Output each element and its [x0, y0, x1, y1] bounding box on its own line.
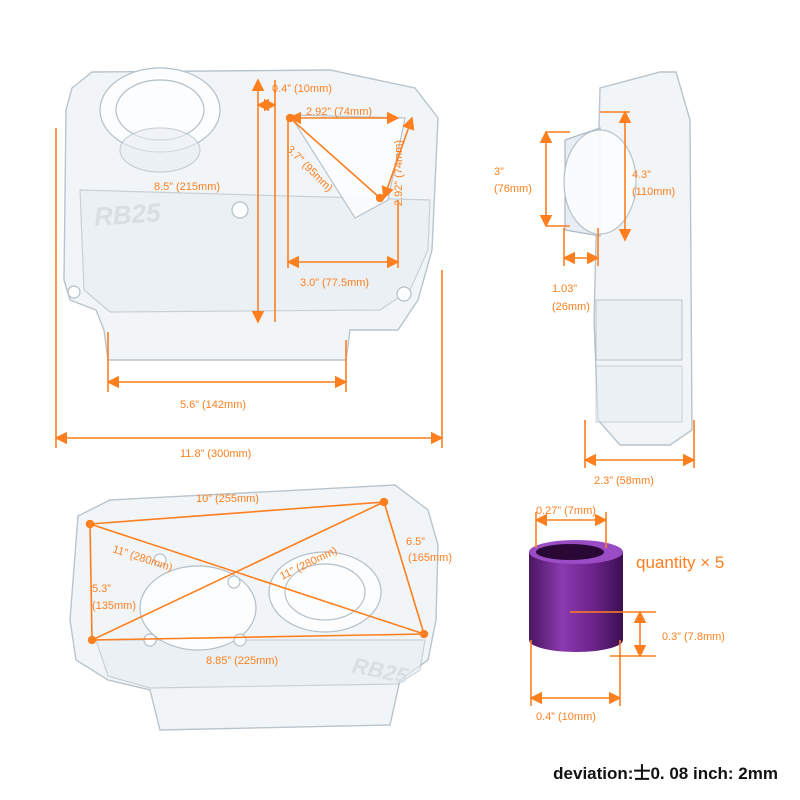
- front-dim-d5: 8.5” (215mm): [154, 181, 220, 193]
- spacer-dim-height: 0.3” (7.8mm): [662, 631, 725, 643]
- deviation-note: deviation:士0. 08 inch: 2mm: [553, 764, 778, 783]
- spacer-part: [529, 540, 623, 652]
- spacer-bore: [536, 544, 604, 560]
- spacer-body: [529, 552, 623, 652]
- side-dim-d2-a: 4.3”: [632, 169, 651, 181]
- side-view-dimensions: 3” (76mm) 4.3” (110mm) 1.03” (26mm) 2.3”…: [494, 110, 696, 487]
- side-dim-d2-b: (110mm): [632, 186, 675, 198]
- front-view-cover: RB25: [63, 67, 439, 361]
- spacer-quantity: quantity × 5: [636, 553, 724, 572]
- side-dim-d3-a: 1.03”: [552, 283, 577, 295]
- front-dim-d8: 11.8” (300mm): [180, 448, 251, 460]
- back-dim-d6: 8.85” (225mm): [206, 655, 278, 667]
- back-dim-d1: 10” (255mm): [196, 493, 259, 505]
- front-dim-d1: 0.4” (10mm): [272, 83, 332, 95]
- back-dim-d5-a: 5.3”: [92, 583, 111, 595]
- side-dim-d4: 2.3” (58mm): [594, 475, 654, 487]
- back-dim-d2-a: 6.5”: [406, 536, 425, 548]
- emboss-text-front: RB25: [93, 197, 162, 232]
- front-dim-d2: 2.92” (74mm): [306, 106, 372, 118]
- spacer-dimensions: 0.27” (7mm) 0.3” (7.8mm) 0.4” (10mm) qua…: [529, 505, 725, 723]
- spacer-dim-inner: 0.27” (7mm): [536, 505, 596, 517]
- side-dim-d3-b: (26mm): [552, 301, 590, 313]
- side-dim-d1-b: (76mm): [494, 183, 532, 195]
- back-dim-d5-b: (135mm): [92, 600, 136, 612]
- side-view-cover: [563, 71, 693, 446]
- front-dim-d4: 2.92” (74mm): [393, 140, 405, 206]
- front-dim-d7: 5.6” (142mm): [180, 399, 246, 411]
- front-dim-d6: 3.0” (77.5mm): [300, 277, 369, 289]
- side-dim-d1-a: 3”: [494, 166, 504, 178]
- back-dim-d2-b: (165mm): [408, 552, 452, 564]
- spacer-dim-outer: 0.4” (10mm): [536, 711, 596, 723]
